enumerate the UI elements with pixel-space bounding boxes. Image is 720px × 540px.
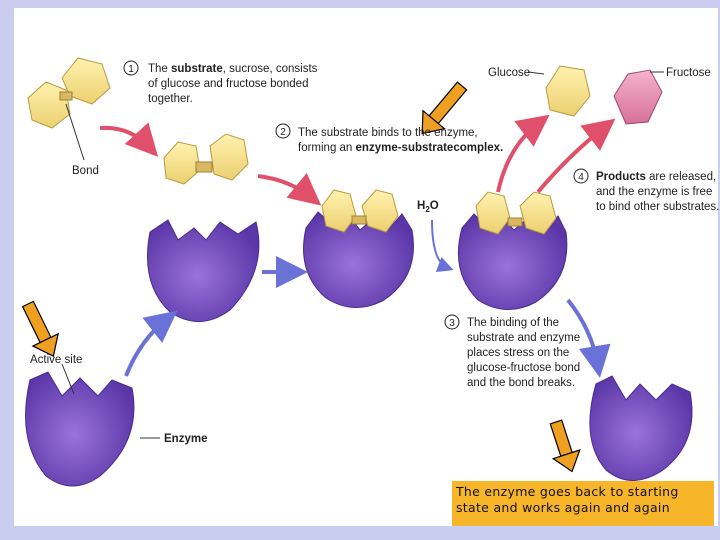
arrow-substrate-to-enzyme xyxy=(99,122,159,157)
step-2-number: 2 xyxy=(275,123,291,139)
pointer-arrow-top-icon xyxy=(421,81,468,135)
pointer-arrow-bottom-icon xyxy=(549,419,581,473)
step-1-number: 1 xyxy=(123,60,139,76)
arrow-water xyxy=(431,219,454,272)
enzyme-substrate-complex-icon xyxy=(321,189,399,233)
substrate-approaching-icon xyxy=(163,133,249,185)
water-label: H2O xyxy=(417,200,439,214)
enzyme-bottom-left-icon xyxy=(25,371,135,487)
enzyme-label: Enzyme xyxy=(164,433,207,445)
svg-text:4: 4 xyxy=(578,172,584,183)
enzyme-top-left-icon xyxy=(147,219,260,322)
fructose-label: Fructose xyxy=(666,67,711,79)
step-2-text: The substrate binds to the enzyme,formin… xyxy=(298,127,503,154)
caption-box: The enzyme goes back to starting state a… xyxy=(452,481,714,526)
stressed-substrate-icon xyxy=(475,191,557,235)
enzyme-stressed-icon xyxy=(457,213,568,311)
arrow-binding xyxy=(257,172,322,206)
fructose-product-icon xyxy=(613,69,663,125)
step-4-number: 4 xyxy=(573,168,589,184)
arrow-enzyme-released xyxy=(566,298,611,378)
svg-text:3: 3 xyxy=(449,318,455,329)
bond-pointer-line xyxy=(65,103,85,161)
svg-text:2: 2 xyxy=(280,127,286,138)
glucose-label: Glucose xyxy=(488,67,530,79)
arrow-fructose-release xyxy=(536,118,616,194)
bond-label: Bond xyxy=(72,165,99,177)
step-4-text: Products are released,and the enzyme is … xyxy=(596,171,719,213)
arrow-glucose-release xyxy=(496,114,550,193)
active-site-pointer-line xyxy=(61,363,75,395)
substrate-sucrose-icon xyxy=(27,57,111,129)
active-site-label: Active site xyxy=(30,354,82,366)
svg-text:1: 1 xyxy=(128,64,134,75)
step-3-number: 3 xyxy=(444,314,460,330)
glucose-pointer-line xyxy=(527,71,545,75)
enzyme-with-substrate-icon xyxy=(303,211,414,309)
enzyme-released-icon xyxy=(589,375,693,481)
glucose-product-icon xyxy=(545,65,591,117)
arrow-enzyme-recycle xyxy=(124,310,178,377)
pointer-arrow-left-icon xyxy=(21,300,59,358)
